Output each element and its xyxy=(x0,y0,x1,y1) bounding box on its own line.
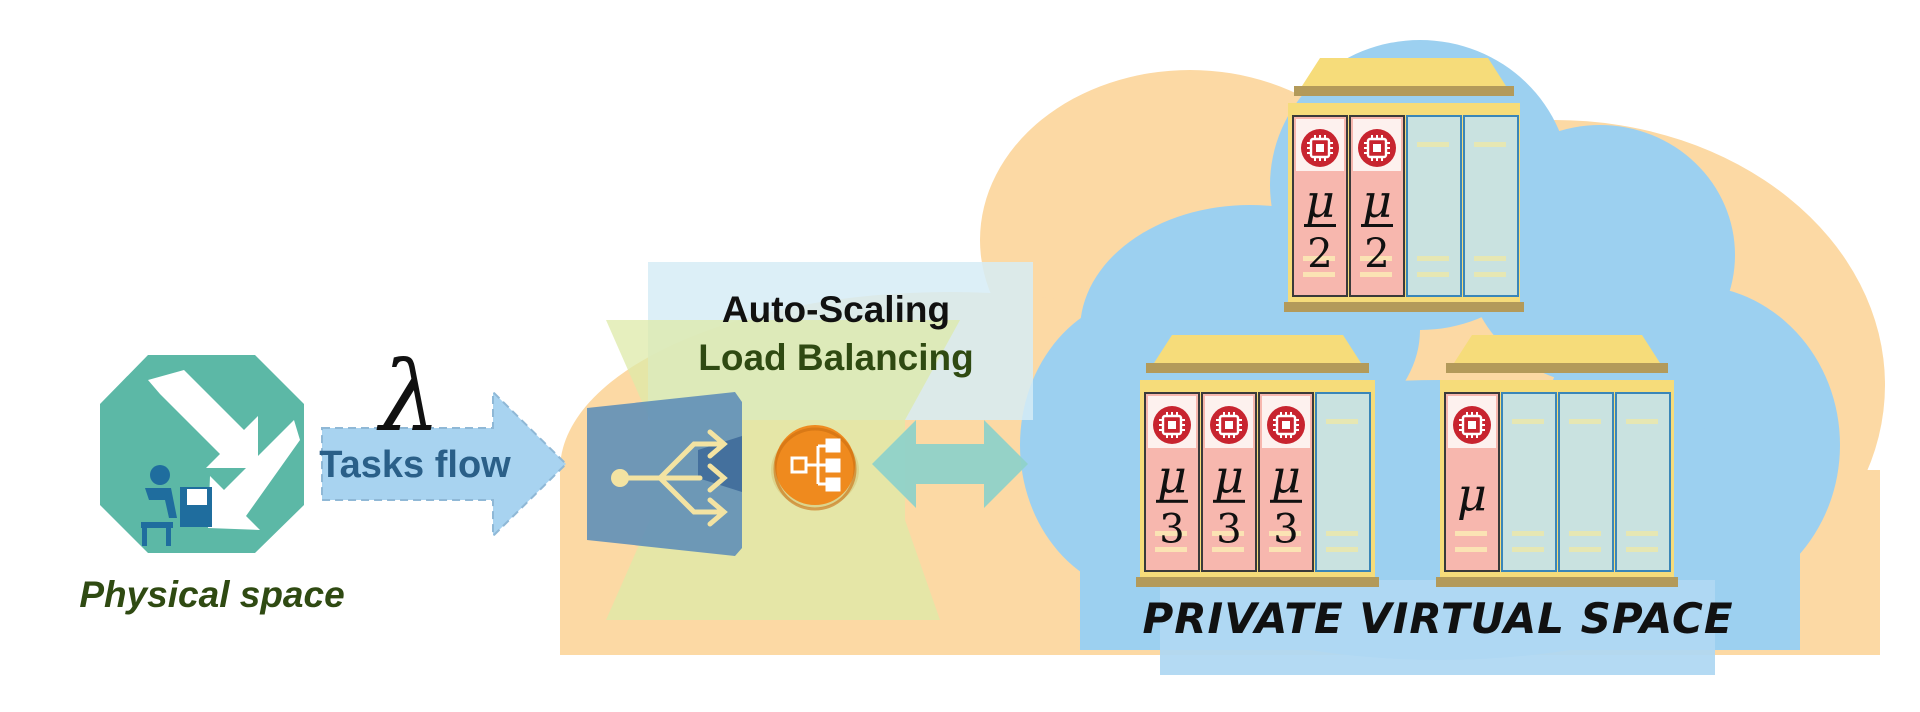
load-balancing-label: Load Balancing xyxy=(698,337,973,378)
rack-top-rail xyxy=(1288,103,1520,111)
tasks-flow-label: Tasks flow xyxy=(319,444,511,486)
physical-space-label: Physical space xyxy=(79,574,344,615)
service-rate-numerator: μ xyxy=(1362,174,1392,228)
rack-base xyxy=(1284,302,1524,312)
service-rate-denominator: 3 xyxy=(1273,507,1298,553)
rack-roof-edge xyxy=(1146,363,1369,373)
rack-roof xyxy=(1454,335,1660,363)
vm-slot-active: μ xyxy=(1444,392,1500,572)
rack-roof xyxy=(1154,335,1361,363)
fraction-bar xyxy=(1304,224,1336,227)
balancer-zone xyxy=(587,262,1033,620)
vm-slot-idle xyxy=(1463,115,1519,297)
service-rate-denominator: 3 xyxy=(1216,507,1241,553)
vm-slot-idle xyxy=(1615,392,1671,572)
service-rate-numerator: μ xyxy=(1271,450,1301,504)
cpu-icon xyxy=(1451,404,1493,446)
vm-slot-idle xyxy=(1315,392,1371,572)
tasks-flow-arrow xyxy=(321,389,568,539)
vm-slot-idle xyxy=(1558,392,1614,572)
load-balancer-icon xyxy=(587,392,742,556)
service-rate-numerator: μ xyxy=(1214,450,1244,504)
vm-slot-idle xyxy=(1406,115,1462,297)
rack-base xyxy=(1136,577,1379,587)
fraction-bar xyxy=(1361,224,1393,227)
service-rate-denominator: 2 xyxy=(1307,231,1332,277)
cpu-icon xyxy=(1356,127,1398,169)
vm-slot-active: μ3 xyxy=(1201,392,1257,572)
cpu-icon xyxy=(1208,404,1250,446)
vm-slot-active: μ2 xyxy=(1292,115,1348,297)
vm-slot-active: μ3 xyxy=(1144,392,1200,572)
rack-roof-edge xyxy=(1446,363,1668,373)
auto-scaling-label: Auto-Scaling xyxy=(722,289,950,330)
fraction-bar xyxy=(1156,499,1188,503)
rack-roof xyxy=(1302,58,1506,86)
physical-space-icon xyxy=(100,355,304,553)
cloud-label: PRIVATE VIRTUAL SPACE xyxy=(1142,594,1733,643)
fraction-bar xyxy=(1213,499,1245,503)
rack-top-rail xyxy=(1140,380,1375,388)
rack-roof-edge xyxy=(1294,86,1514,96)
vm-slot-active: μ2 xyxy=(1349,115,1405,297)
service-rate-numerator: μ xyxy=(1305,174,1335,228)
lambda-symbol: λ xyxy=(376,341,441,453)
service-rate-numerator: μ xyxy=(1157,450,1187,504)
cloud-label-band xyxy=(1160,580,1715,675)
service-rate-numerator: μ xyxy=(1457,467,1487,521)
user-at-computer-icon xyxy=(141,465,212,546)
cpu-icon xyxy=(1265,404,1307,446)
service-rate-denominator: 2 xyxy=(1364,231,1389,277)
bottom-right-server: μ xyxy=(1436,335,1678,587)
distribution-node-icon xyxy=(771,425,859,511)
rack-base xyxy=(1436,577,1678,587)
vm-slot-idle xyxy=(1501,392,1557,572)
cpu-icon xyxy=(1299,127,1341,169)
bidirectional-arrow xyxy=(872,420,1028,508)
fraction-bar xyxy=(1270,499,1302,503)
service-rate-denominator: 3 xyxy=(1159,507,1184,553)
vm-slot-active: μ3 xyxy=(1258,392,1314,572)
cpu-icon xyxy=(1151,404,1193,446)
rack-top-rail xyxy=(1440,380,1674,388)
